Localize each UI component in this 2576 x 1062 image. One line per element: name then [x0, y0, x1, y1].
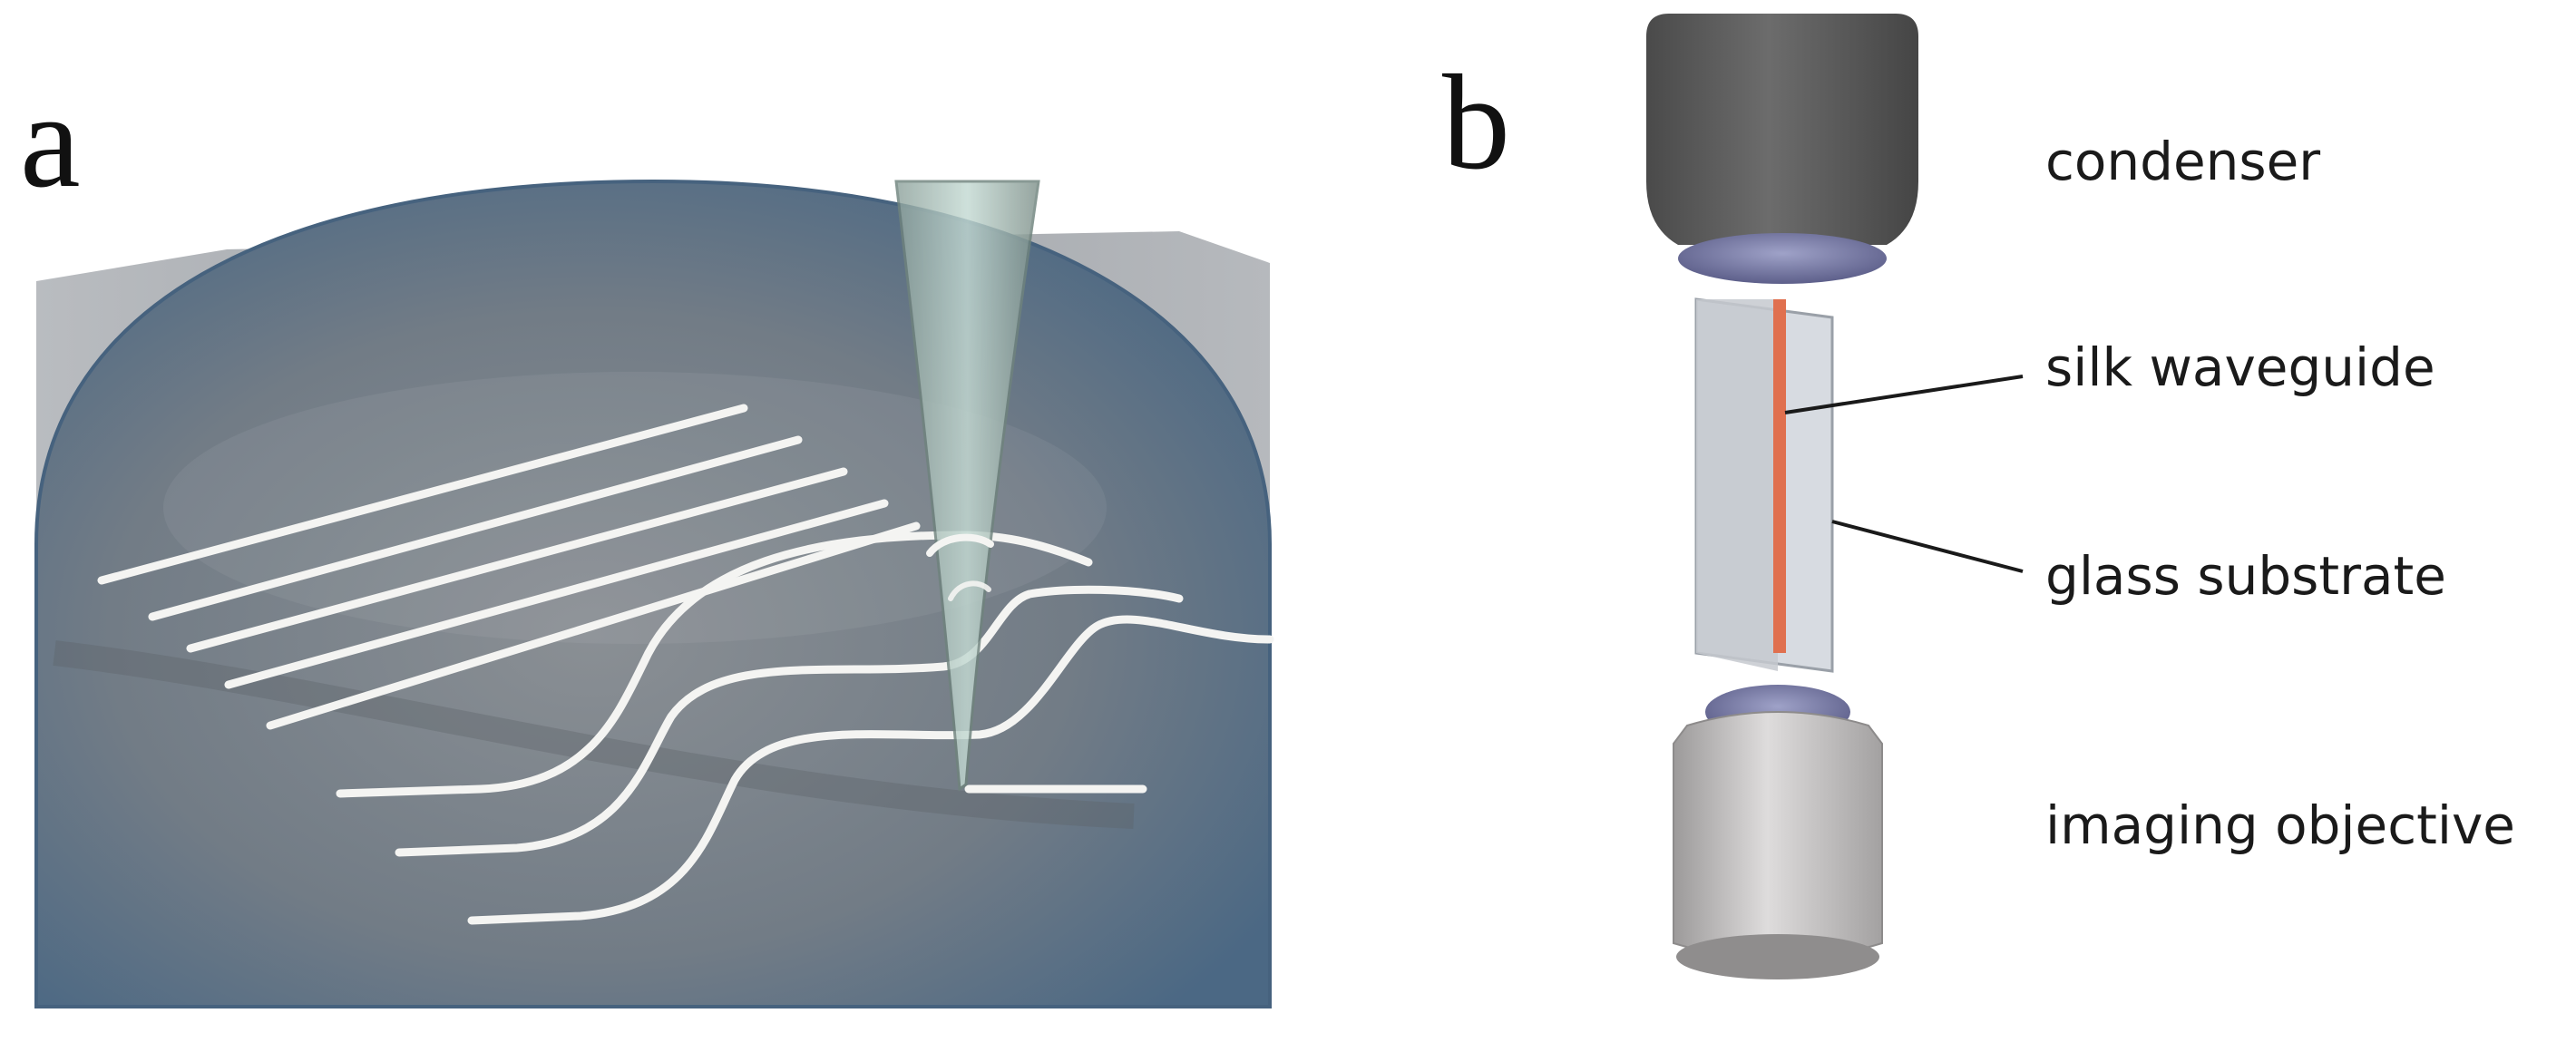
straight-waveguides	[97, 404, 921, 730]
silk-waveguide-label: silk waveguide	[2045, 336, 2435, 398]
imaging-objective-label: imaging objective	[2045, 794, 2515, 856]
glass-slide-front	[1696, 299, 1778, 671]
curved-waveguide	[467, 615, 1274, 925]
straight-waveguide	[148, 435, 803, 621]
leader-lines	[1784, 375, 2024, 573]
straight-waveguide	[186, 467, 848, 653]
curved-waveguide	[336, 531, 1093, 798]
straight-waveguide	[224, 499, 889, 689]
panel-a: a	[20, 65, 1274, 1008]
straight-waveguide	[266, 521, 921, 730]
silk-waveguide-leader	[1784, 375, 2024, 414]
pipette-nozzle	[894, 180, 1040, 792]
droplet-shadow	[53, 640, 1135, 829]
straight-waveguide	[97, 404, 748, 585]
panel-a-letter: a	[20, 65, 81, 216]
glass-substrate-label: glass substrate	[2045, 545, 2446, 607]
curved-waveguides	[336, 531, 1274, 925]
glass-substrate-leader	[1831, 520, 2024, 573]
objective-body	[1673, 711, 1883, 960]
pipette-ink-arc	[948, 580, 991, 601]
condenser-body	[1646, 14, 1918, 245]
condenser	[1646, 14, 1918, 284]
panel-b: b condenser silk waveguide glass substra…	[1442, 14, 2515, 979]
curved-waveguide	[395, 585, 1184, 857]
objective-base	[1676, 934, 1879, 979]
panel-b-letter: b	[1442, 47, 1510, 198]
condenser-lens	[1678, 233, 1887, 284]
glass-substrate	[1694, 297, 1834, 673]
imaging-objective	[1673, 685, 1883, 979]
pipette-ink-arc	[926, 533, 994, 557]
silk-waveguide	[1773, 299, 1786, 653]
droplet-highlight	[163, 372, 1107, 644]
condenser-label: condenser	[2045, 131, 2320, 192]
